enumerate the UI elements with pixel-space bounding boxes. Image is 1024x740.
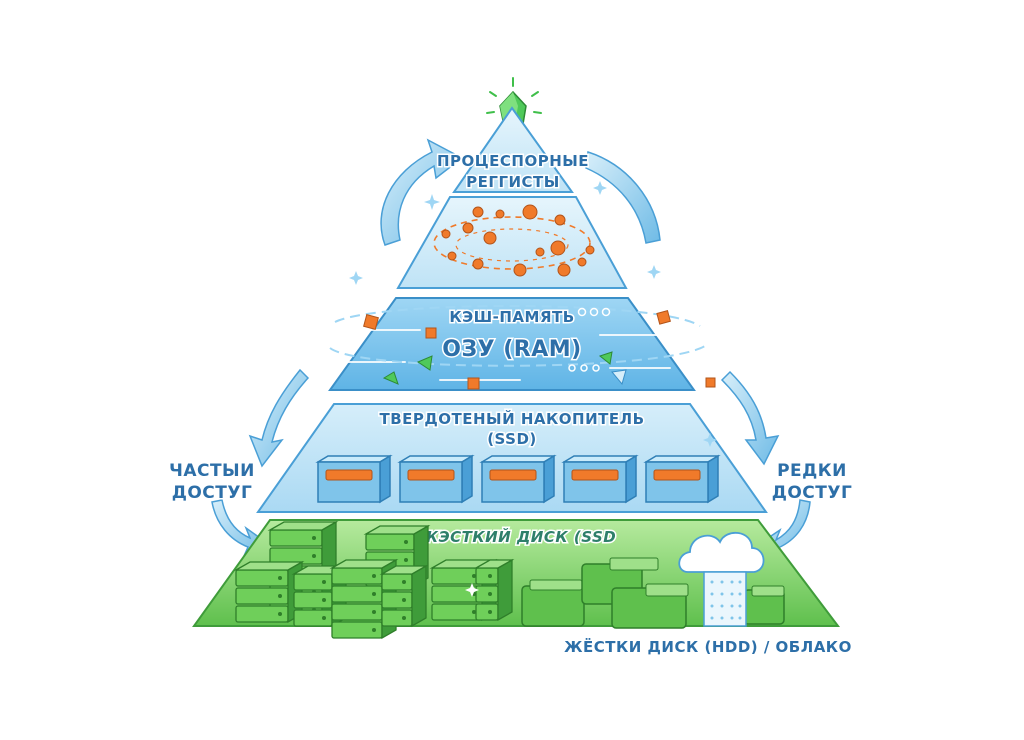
orange-particle	[585, 245, 595, 255]
server-rack	[233, 560, 305, 624]
orange-particle	[513, 263, 527, 277]
ssd-drive	[561, 454, 639, 504]
registers-label-line2: РЕГГИСТЫ	[466, 173, 560, 191]
orange-particle	[535, 247, 545, 257]
orange-particle	[441, 229, 451, 239]
orange-particle	[550, 240, 566, 256]
right-upper-arrow-icon	[720, 370, 780, 466]
orange-particle	[472, 206, 484, 218]
orange-particle	[522, 204, 538, 220]
right-down-arrow-icon	[585, 151, 661, 244]
cycle-arrows	[380, 138, 661, 246]
server-racks	[233, 520, 515, 640]
floating-cubes	[363, 307, 716, 390]
orange-particle	[577, 257, 587, 267]
ssd-label-line2: (SSD)	[487, 430, 537, 448]
tier-cache-particles	[396, 196, 628, 289]
server-rack	[473, 558, 515, 622]
orange-particles	[441, 204, 595, 277]
ssd-drive	[643, 454, 721, 504]
hdd-top-label: ЖЭСТКИЙ ДИСК (SSD	[419, 527, 616, 546]
frequent-access-label-line2: ДОСТУГ	[172, 483, 253, 503]
rare-access-label-line1: РЕДКИ	[777, 461, 847, 481]
cloud-icon	[678, 532, 765, 627]
tier-cache-ram	[328, 297, 696, 391]
left-up-arrow-icon	[380, 138, 464, 246]
orange-particle	[447, 251, 457, 261]
ssd-drive	[479, 454, 557, 504]
ssd-drive	[397, 454, 475, 504]
registers-label-line1: ПРОЦЕСПОРНЫЕ	[437, 152, 589, 170]
left-upper-arrow-icon	[248, 368, 310, 468]
sparkle-icons	[349, 181, 717, 597]
swirl-lines	[329, 305, 706, 367]
hdd-drive	[743, 585, 785, 625]
ssd-drives	[315, 454, 721, 504]
frequent-access-label-line1: ЧАСТЫИ	[169, 461, 255, 481]
orange-particle	[554, 214, 566, 226]
rare-access-label-line2: ДОСТУГ	[772, 483, 853, 503]
orange-particle	[472, 258, 484, 270]
hdd-drive	[611, 583, 689, 629]
orange-orbit	[433, 216, 591, 270]
orange-particle	[495, 209, 505, 219]
hdd-drive	[521, 579, 585, 627]
ssd-label-line1: ТВЕРДОТЕНЫЙ НАКОПИТЕЛЬ	[379, 409, 644, 428]
hdd-drives	[521, 557, 785, 629]
server-rack	[379, 564, 429, 628]
cache-label: КЭШ-ПАМЯТЬ	[449, 308, 574, 326]
orange-particle	[462, 222, 474, 234]
ssd-drive	[315, 454, 393, 504]
orange-particle	[557, 263, 571, 277]
ram-label: ОЗУ (RAM)	[442, 337, 581, 362]
orange-particle	[483, 231, 497, 245]
tier-registers	[452, 106, 574, 193]
hdd-cloud-label: ЖЁСТКИ ДИСК (HDD) / ОБЛАКО	[564, 637, 852, 656]
